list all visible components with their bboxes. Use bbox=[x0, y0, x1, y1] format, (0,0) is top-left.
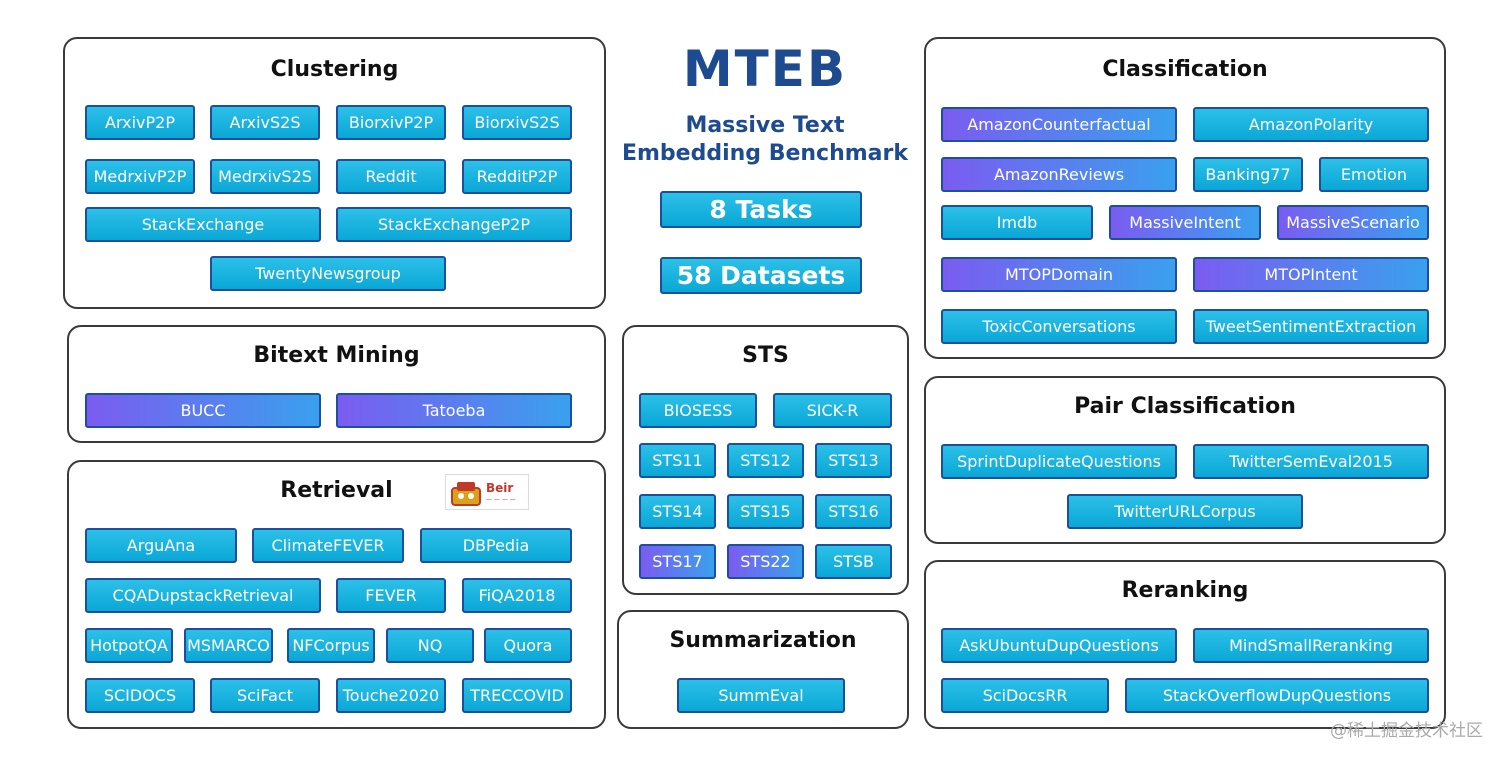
dataset-cqadupstackretrieval[interactable]: CQADupstackRetrieval bbox=[85, 578, 321, 613]
dataset-fiqa2018[interactable]: FiQA2018 bbox=[462, 578, 572, 613]
dataset-biorxivs2s[interactable]: BiorxivS2S bbox=[462, 105, 572, 140]
bitext-title: Bitext Mining bbox=[253, 343, 420, 368]
dataset-scidocs[interactable]: SCIDOCS bbox=[85, 678, 195, 713]
dataset-sts16[interactable]: STS16 bbox=[815, 494, 892, 529]
dataset-biorxivp2p[interactable]: BiorxivP2P bbox=[336, 105, 446, 140]
datasets-count-badge: 58 Datasets bbox=[660, 257, 862, 294]
dataset-mtopdomain[interactable]: MTOPDomain bbox=[941, 257, 1177, 292]
dataset-stsb[interactable]: STSB bbox=[815, 544, 892, 579]
dataset-massiveintent[interactable]: MassiveIntent bbox=[1109, 205, 1261, 240]
sts-title: STS bbox=[742, 343, 789, 368]
dataset-summeval[interactable]: SummEval bbox=[677, 678, 845, 713]
dataset-arxivs2s[interactable]: ArxivS2S bbox=[210, 105, 320, 140]
dataset-stackoverflowdupquestions[interactable]: StackOverflowDupQuestions bbox=[1125, 678, 1429, 713]
dataset-sprintduplicatequestions[interactable]: SprintDuplicateQuestions bbox=[941, 444, 1177, 479]
dataset-medrxivp2p[interactable]: MedrxivP2P bbox=[85, 159, 195, 194]
dataset-arxivp2p[interactable]: ArxivP2P bbox=[85, 105, 195, 140]
dataset-fever[interactable]: FEVER bbox=[336, 578, 446, 613]
dataset-sts11[interactable]: STS11 bbox=[639, 443, 716, 478]
dataset-dbpedia[interactable]: DBPedia bbox=[420, 528, 572, 563]
dataset-msmarco[interactable]: MSMARCO bbox=[184, 628, 273, 663]
dataset-banking77[interactable]: Banking77 bbox=[1193, 157, 1303, 192]
dataset-tweetsentimentextraction[interactable]: TweetSentimentExtraction bbox=[1193, 309, 1429, 344]
pair-classification-title: Pair Classification bbox=[1074, 394, 1296, 419]
retrieval-title: Retrieval bbox=[280, 478, 393, 503]
clustering-title: Clustering bbox=[270, 57, 399, 82]
dataset-toxicconversations[interactable]: ToxicConversations bbox=[941, 309, 1177, 344]
mteb-subtitle-line1: Massive Text bbox=[685, 113, 845, 138]
dataset-scifact[interactable]: SciFact bbox=[210, 678, 320, 713]
dataset-sts14[interactable]: STS14 bbox=[639, 494, 716, 529]
dataset-arguana[interactable]: ArguAna bbox=[85, 528, 237, 563]
dataset-sick-r[interactable]: SICK-R bbox=[773, 393, 892, 428]
mteb-title: MTEB bbox=[682, 40, 848, 98]
dataset-hotpotqa[interactable]: HotpotQA bbox=[85, 628, 173, 663]
dataset-biosess[interactable]: BIOSESS bbox=[639, 393, 757, 428]
classification-panel: Classification bbox=[924, 37, 1446, 359]
reranking-title: Reranking bbox=[1121, 578, 1249, 603]
dataset-mindsmallreranking[interactable]: MindSmallReranking bbox=[1193, 628, 1429, 663]
dataset-sts22[interactable]: STS22 bbox=[727, 544, 804, 579]
dataset-quora[interactable]: Quora bbox=[484, 628, 572, 663]
dataset-climatefever[interactable]: ClimateFEVER bbox=[252, 528, 404, 563]
dataset-treccovid[interactable]: TRECCOVID bbox=[462, 678, 572, 713]
watermark: @稀土掘金技术社区 bbox=[1330, 721, 1483, 741]
dataset-reddit[interactable]: Reddit bbox=[336, 159, 446, 194]
dataset-askubuntudupquestions[interactable]: AskUbuntuDupQuestions bbox=[941, 628, 1177, 663]
dataset-emotion[interactable]: Emotion bbox=[1319, 157, 1429, 192]
dataset-sts12[interactable]: STS12 bbox=[727, 443, 804, 478]
dataset-twittersemeval2015[interactable]: TwitterSemEval2015 bbox=[1193, 444, 1429, 479]
dataset-imdb[interactable]: Imdb bbox=[941, 205, 1093, 240]
dataset-massivescenario[interactable]: MassiveScenario bbox=[1277, 205, 1429, 240]
dataset-sts13[interactable]: STS13 bbox=[815, 443, 892, 478]
classification-title: Classification bbox=[1102, 57, 1268, 82]
dataset-amazonpolarity[interactable]: AmazonPolarity bbox=[1193, 107, 1429, 142]
mteb-subtitle-line2: Embedding Benchmark bbox=[621, 141, 909, 166]
beir-logo-subtext: — — — — bbox=[486, 496, 516, 503]
dataset-redditp2p[interactable]: RedditP2P bbox=[462, 159, 572, 194]
summarization-title: Summarization bbox=[669, 628, 857, 653]
dataset-twentynewsgroup[interactable]: TwentyNewsgroup bbox=[210, 256, 446, 291]
dataset-nq[interactable]: NQ bbox=[386, 628, 474, 663]
dataset-sts17[interactable]: STS17 bbox=[639, 544, 716, 579]
dataset-bucc[interactable]: BUCC bbox=[85, 393, 321, 428]
summarization-panel: Summarization bbox=[617, 610, 909, 729]
dataset-nfcorpus[interactable]: NFCorpus bbox=[287, 628, 375, 663]
beir-logo: Beir — — — — bbox=[445, 474, 529, 510]
dataset-amazonreviews[interactable]: AmazonReviews bbox=[941, 157, 1177, 192]
dataset-touche2020[interactable]: Touche2020 bbox=[336, 678, 446, 713]
dataset-scidocsrr[interactable]: SciDocsRR bbox=[941, 678, 1109, 713]
dataset-stackexchange[interactable]: StackExchange bbox=[85, 207, 321, 242]
dataset-tatoeba[interactable]: Tatoeba bbox=[336, 393, 572, 428]
tasks-count-badge: 8 Tasks bbox=[660, 191, 862, 228]
dataset-mtopintent[interactable]: MTOPIntent bbox=[1193, 257, 1429, 292]
dataset-twitterurlcorpus[interactable]: TwitterURLCorpus bbox=[1067, 494, 1303, 529]
dataset-sts15[interactable]: STS15 bbox=[727, 494, 804, 529]
dataset-medrxivs2s[interactable]: MedrxivS2S bbox=[210, 159, 320, 194]
beir-logo-text: Beir bbox=[486, 481, 514, 495]
dataset-stackexchangep2p[interactable]: StackExchangeP2P bbox=[336, 207, 572, 242]
beir-mascot-icon bbox=[451, 482, 481, 506]
dataset-amazoncounterfactual[interactable]: AmazonCounterfactual bbox=[941, 107, 1177, 142]
mteb-subtitle: Massive Text Embedding Benchmark bbox=[610, 112, 920, 168]
